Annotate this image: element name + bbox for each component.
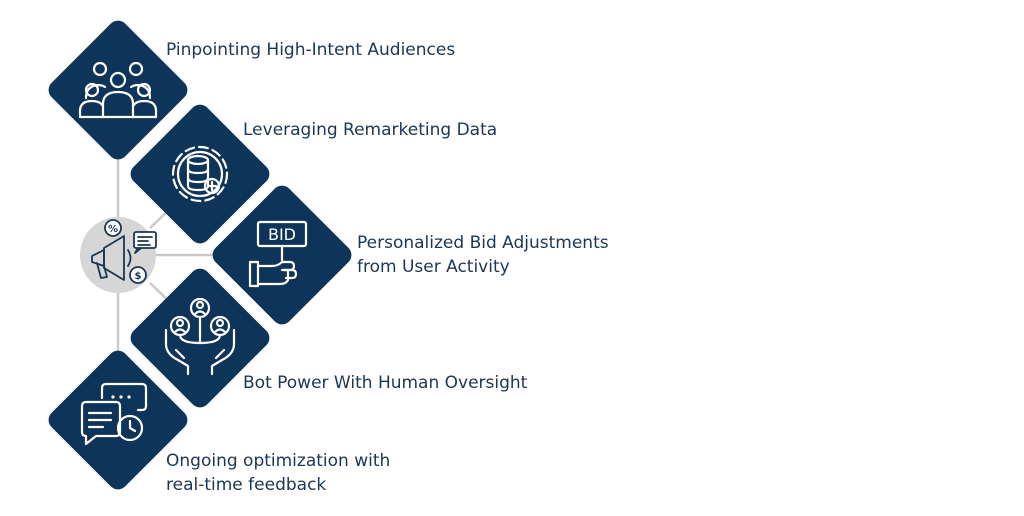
step-2-diamond	[130, 104, 270, 244]
step-3-label: Personalized Bid Adjustments from User A…	[357, 231, 609, 279]
step-4-diamond	[130, 268, 270, 408]
chat-clock-icon	[80, 382, 148, 446]
step-3-label-line-1: Personalized Bid Adjustments	[357, 233, 609, 253]
step-2-label-line-1: Leveraging Remarketing Data	[243, 120, 498, 140]
bid-sign-text: BID	[268, 225, 296, 244]
hub: % $	[80, 217, 157, 293]
hands-people-network-icon	[164, 297, 236, 376]
megaphone-marketing-icon: % $	[91, 219, 157, 284]
hub-badge-dollar: $	[135, 271, 142, 282]
step-3-diamond: BID	[212, 185, 352, 325]
group-icon	[78, 61, 158, 119]
step-3-label-line-2: from User Activity	[357, 257, 510, 277]
step-5-label-line-2: real-time feedback	[166, 475, 327, 495]
step-5-label: Ongoing optimization with real-time feed…	[166, 449, 390, 497]
step-1-label: Pinpointing High-Intent Audiences	[166, 38, 455, 62]
step-5-label-line-1: Ongoing optimization with	[166, 451, 391, 471]
step-2-label: Leveraging Remarketing Data	[243, 118, 497, 142]
step-1-label-line-1: Pinpointing High-Intent Audiences	[166, 40, 456, 60]
step-4-label: Bot Power With Human Oversight	[243, 371, 527, 395]
step-1-diamond	[48, 20, 188, 160]
database-gear-icon	[171, 145, 229, 203]
hub-badge-percent: %	[108, 224, 118, 235]
step-5-diamond	[48, 350, 188, 490]
step-4-label-line-1: Bot Power With Human Oversight	[243, 373, 528, 393]
bid-sign-icon: BID	[248, 220, 308, 288]
